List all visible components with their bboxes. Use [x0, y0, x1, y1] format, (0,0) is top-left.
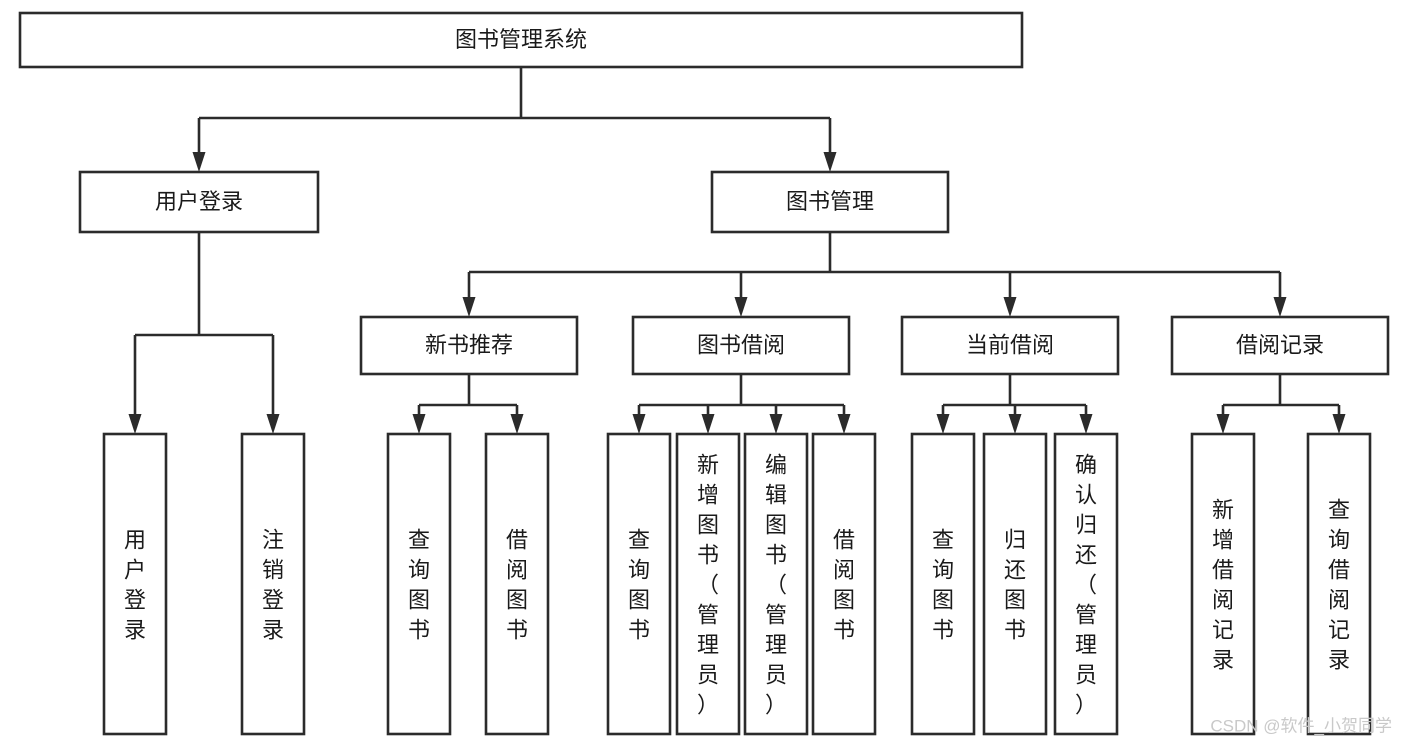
- arrow-head-icon: [128, 414, 142, 434]
- node-leaf-query-book-2[interactable]: 查询图书: [606, 432, 672, 736]
- node-label: 新增借阅记录: [1212, 497, 1234, 672]
- node-label: 借阅图书: [833, 527, 855, 642]
- node-box[interactable]: [102, 432, 168, 736]
- arrow-head-icon: [192, 152, 206, 172]
- arrow-head-icon: [1332, 414, 1346, 434]
- node-label: 查询图书: [628, 527, 650, 642]
- node-leaf-return-book[interactable]: 归还图书: [982, 432, 1048, 736]
- node-leaf-add-book[interactable]: 新增图书（管理员）: [675, 432, 741, 736]
- node-box[interactable]: [631, 315, 851, 376]
- node-label: 图书管理系统: [455, 27, 587, 52]
- node-leaf-borrow-book-1[interactable]: 借阅图书: [484, 432, 550, 736]
- node-leaf-query-book-1[interactable]: 查询图书: [386, 432, 452, 736]
- node-box[interactable]: [1306, 432, 1372, 736]
- node-box[interactable]: [1190, 432, 1256, 736]
- connector-user-login-to-leaves: [128, 232, 280, 434]
- node-box[interactable]: [675, 432, 741, 736]
- node-box[interactable]: [1170, 315, 1390, 376]
- node-leaf-query-book-3[interactable]: 查询图书: [910, 432, 976, 736]
- connector-new-book-recommend-to-leaves: [412, 374, 524, 434]
- node-user-login[interactable]: 用户登录: [78, 170, 320, 234]
- arrow-head-icon: [837, 414, 851, 434]
- node-label: 用户登录: [155, 189, 243, 214]
- arrow-head-icon: [1079, 414, 1093, 434]
- arrow-head-icon: [1216, 414, 1230, 434]
- node-label: 归还图书: [1004, 527, 1026, 642]
- node-box[interactable]: [78, 170, 320, 234]
- node-label: 查询图书: [408, 527, 430, 642]
- connector-book-borrow-to-leaves: [632, 374, 851, 434]
- node-label: 确认归还（管理员）: [1075, 452, 1097, 717]
- node-box[interactable]: [811, 432, 877, 736]
- arrow-head-icon: [936, 414, 950, 434]
- node-label: 编辑图书（管理员）: [765, 452, 787, 717]
- node-box[interactable]: [900, 315, 1120, 376]
- node-leaf-user-login[interactable]: 用户登录: [102, 432, 168, 736]
- node-box[interactable]: [710, 170, 950, 234]
- node-leaf-borrow-book-2[interactable]: 借阅图书: [811, 432, 877, 736]
- connectors-layer: [128, 67, 1346, 434]
- node-box[interactable]: [484, 432, 550, 736]
- arrow-head-icon: [1008, 414, 1022, 434]
- node-box[interactable]: [743, 432, 809, 736]
- csdn-watermark: CSDN @软件_小贺同学: [1210, 716, 1392, 735]
- node-box[interactable]: [910, 432, 976, 736]
- connector-current-borrow-to-leaves: [936, 374, 1093, 434]
- arrow-head-icon: [734, 297, 748, 317]
- node-book-management[interactable]: 图书管理: [710, 170, 950, 234]
- node-label: 查询图书: [932, 527, 954, 642]
- arrow-head-icon: [510, 414, 524, 434]
- arrow-head-icon: [701, 414, 715, 434]
- node-box[interactable]: [18, 11, 1024, 69]
- node-box[interactable]: [386, 432, 452, 736]
- arrow-head-icon: [412, 414, 426, 434]
- node-label: 用户登录: [124, 527, 146, 642]
- arrow-head-icon: [1273, 297, 1287, 317]
- connector-book-management-to-level2: [462, 232, 1287, 317]
- node-box[interactable]: [982, 432, 1048, 736]
- node-leaf-logout[interactable]: 注销登录: [240, 432, 306, 736]
- nodes-layer: 图书管理系统用户登录图书管理新书推荐图书借阅当前借阅借阅记录用户登录注销登录查询…: [18, 11, 1390, 736]
- arrow-head-icon: [266, 414, 280, 434]
- node-current-borrow[interactable]: 当前借阅: [900, 315, 1120, 376]
- node-borrow-record[interactable]: 借阅记录: [1170, 315, 1390, 376]
- node-label: 图书管理: [786, 189, 874, 214]
- node-label: 新书推荐: [425, 332, 513, 357]
- node-label: 图书借阅: [697, 332, 785, 357]
- node-label: 注销登录: [262, 527, 284, 642]
- node-leaf-query-borrow-record[interactable]: 查询借阅记录: [1306, 432, 1372, 736]
- node-book-borrow[interactable]: 图书借阅: [631, 315, 851, 376]
- node-box[interactable]: [1053, 432, 1119, 736]
- node-box[interactable]: [606, 432, 672, 736]
- arrow-head-icon: [769, 414, 783, 434]
- node-box[interactable]: [240, 432, 306, 736]
- node-new-book-recommend[interactable]: 新书推荐: [359, 315, 579, 376]
- node-label: 新增图书（管理员）: [697, 452, 719, 717]
- arrow-head-icon: [823, 152, 837, 172]
- node-label: 借阅图书: [506, 527, 528, 642]
- node-root[interactable]: 图书管理系统: [18, 11, 1024, 69]
- arrow-head-icon: [632, 414, 646, 434]
- node-box[interactable]: [359, 315, 579, 376]
- node-leaf-edit-book[interactable]: 编辑图书（管理员）: [743, 432, 809, 736]
- node-label: 借阅记录: [1236, 332, 1324, 357]
- node-label: 当前借阅: [966, 332, 1054, 357]
- connector-root-to-level1: [192, 67, 837, 172]
- node-leaf-add-borrow-record[interactable]: 新增借阅记录: [1190, 432, 1256, 736]
- arrow-head-icon: [1003, 297, 1017, 317]
- node-label: 查询借阅记录: [1328, 497, 1350, 672]
- arrow-head-icon: [462, 297, 476, 317]
- connector-borrow-record-to-leaves: [1216, 374, 1346, 434]
- node-leaf-confirm-return[interactable]: 确认归还（管理员）: [1053, 432, 1119, 736]
